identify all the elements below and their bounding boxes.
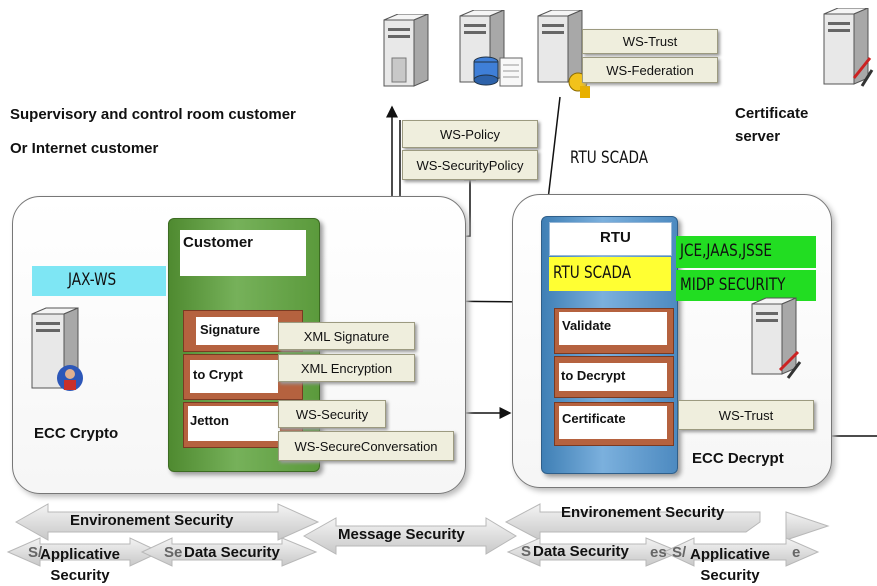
ws-trust-tag: WS-Trust [582,29,718,54]
bottom-arrows [6,503,830,567]
rtu-scada-box: RTU SCADA [549,257,671,291]
rtu-title-box: RTU [549,222,672,256]
app-right-arrow [662,537,820,567]
internet-customer-label: Or Internet customer [10,140,159,157]
env-security-left: Environement Security [70,512,234,529]
fragment-text: e [792,544,801,561]
rtu-scada-caption: RTU SCADA [570,148,649,168]
certificate-server-label: Certificate server [735,105,809,145]
server-icon [383,14,429,87]
env-security-right: Environement Security [561,504,725,521]
database-server-icon [459,10,523,87]
server-icon [823,8,874,87]
jce-jaas-jsse-box: JCE,JAAS,JSSE [676,236,816,268]
ws-security-policy-tag: WS-SecurityPolicy [402,150,538,180]
ws-policy-tag: WS-Policy [402,120,538,148]
customer-title-box: Customer [180,230,306,276]
data-security-right: Data Security [533,543,629,560]
certificate-server-icon [537,10,590,98]
rtu-ws-trust-tag: WS-Trust [678,400,814,430]
user-server-icon [31,307,83,391]
fragment-text: S/ [672,544,687,561]
certificate-slot: Certificate [554,402,674,446]
midp-security-box: MIDP SECURITY [676,270,816,301]
fragment-text: S [521,543,532,560]
env-left-arrow [14,503,320,541]
ecc-crypto-label: ECC Crypto [34,425,119,442]
server-icon [751,297,802,379]
env-right-arrow [504,503,761,541]
ws-security-tag: WS-Security [278,400,386,428]
applicative-security-left: Applicative Security [40,546,121,584]
supervisory-label: Supervisory and control room customer [10,106,296,123]
data-security-left: Data Security [184,544,280,561]
ws-federation-tag: WS-Federation [582,57,718,83]
fragment-text: es [650,544,667,561]
xml-encryption-tag: XML Encryption [278,354,415,382]
fragment-text: Se [164,544,183,561]
ecc-decrypt-label: ECC Decrypt [692,450,784,467]
validate-slot: Validate [554,308,674,354]
env-right-arrow-tail [785,511,830,541]
message-security: Message Security [338,526,465,543]
decrypt-slot: to Decrypt [554,356,674,398]
applicative-security-right: Applicative Security [690,546,771,584]
message-arrow [302,517,517,555]
xml-signature-tag: XML Signature [278,322,415,350]
data-left-arrow [140,537,318,567]
ws-secure-conversation-tag: WS-SecureConversation [278,431,454,461]
jax-ws-box: JAX-WS [32,266,166,296]
fragment-text: S/ [28,544,43,561]
